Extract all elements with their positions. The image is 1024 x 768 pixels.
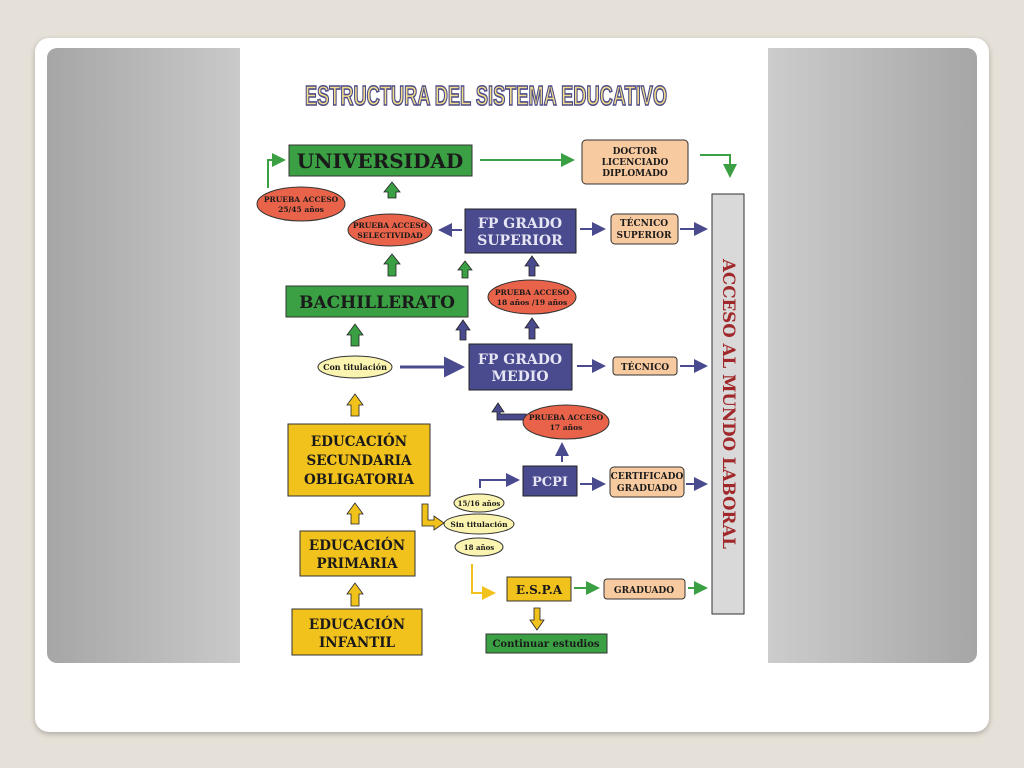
svg-text:Sin titulación: Sin titulación [450, 520, 508, 529]
svg-text:SUPERIOR: SUPERIOR [477, 233, 563, 249]
node-tecnico-superior: TÉCNICO SUPERIOR [610, 213, 679, 245]
arrow-green-left-up [267, 153, 286, 188]
svg-text:SECUNDARIA: SECUNDARIA [306, 453, 412, 469]
node-educacion-primaria: EDUCACIÓN PRIMARIA [299, 530, 416, 577]
svg-text:LICENCIADO: LICENCIADO [602, 158, 669, 168]
svg-text:PRUEBA ACCESO: PRUEBA ACCESO [264, 195, 339, 204]
svg-text:FP GRADO: FP GRADO [478, 352, 562, 368]
svg-text:15/16 años: 15/16 años [458, 499, 501, 508]
svg-text:18 años /19 años: 18 años /19 años [497, 298, 568, 307]
block-arrow-yellow-bend [421, 503, 445, 531]
node-doctor: DOCTOR LICENCIADO DIPLOMADO [581, 139, 689, 185]
svg-text:PCPI: PCPI [532, 475, 568, 490]
node-certificado-graduado: CERTIFICADO GRADUADO [609, 466, 685, 498]
svg-text:FP GRADO: FP GRADO [478, 216, 562, 232]
svg-text:CERTIFICADO: CERTIFICADO [611, 472, 684, 482]
svg-text:17 años: 17 años [550, 423, 583, 432]
block-arrow-yellow-down [529, 607, 545, 631]
svg-text:EDUCACIÓN: EDUCACIÓN [309, 537, 405, 554]
node-prueba-acceso-18-19: PRUEBA ACCESO 18 años /19 años [487, 279, 577, 315]
block-arrow-blue-bend [491, 402, 527, 421]
block-arrow-green-con-tit [346, 323, 364, 347]
arrow-sin-titulacion-pcpi [479, 473, 520, 488]
block-arrow-yellow-prim [346, 502, 364, 525]
svg-text:MEDIO: MEDIO [491, 369, 548, 385]
arrow-sin-titulacion-espa [471, 564, 496, 600]
block-arrow-green-sel [383, 253, 401, 277]
node-espa: E.S.P.A [506, 576, 572, 602]
svg-text:DOCTOR: DOCTOR [613, 147, 658, 157]
svg-text:PRIMARIA: PRIMARIA [316, 556, 398, 572]
block-arrow-yellow-eso [346, 393, 364, 417]
node-educacion-secundaria-obligatoria: EDUCACIÓN SECUNDARIA OBLIGATORIA [287, 423, 431, 497]
block-arrow-green-univ [383, 181, 401, 199]
svg-text:18 años: 18 años [464, 543, 494, 552]
svg-text:TÉCNICO: TÉCNICO [620, 217, 668, 229]
diagram-page: ESTRUCTURA DEL SISTEMA EDUCATIVO [240, 48, 768, 663]
node-pcpi: PCPI [522, 465, 578, 497]
svg-text:DIPLOMADO: DIPLOMADO [602, 169, 668, 179]
node-bachillerato: BACHILLERATO [285, 285, 469, 318]
node-sin-titulacion: Sin titulación [443, 513, 515, 535]
svg-text:EDUCACIÓN: EDUCACIÓN [311, 433, 407, 450]
node-prueba-selectividad: PRUEBA ACCESO SELECTIVIDAD [347, 213, 433, 247]
node-prueba-acceso-17: PRUEBA ACCESO 17 años [522, 404, 610, 440]
node-fp-grado-medio: FP GRADO MEDIO [468, 343, 573, 391]
block-arrow-blue-fpsup [524, 255, 540, 277]
svg-text:SELECTIVIDAD: SELECTIVIDAD [357, 231, 423, 240]
node-acceso-mundo-laboral: ACCESO AL MUNDO LABORAL [711, 193, 745, 615]
node-tecnico: TÉCNICO [612, 356, 678, 376]
svg-text:GRADUADO: GRADUADO [617, 484, 677, 494]
block-arrow-blue-bach [455, 319, 471, 341]
arrow-doctor-laboral [700, 154, 737, 178]
svg-text:SUPERIOR: SUPERIOR [617, 231, 673, 241]
node-continuar-estudios: Continuar estudios [485, 633, 608, 654]
education-structure-diagram: ESTRUCTURA DEL SISTEMA EDUCATIVO [256, 79, 745, 656]
svg-text:INFANTIL: INFANTIL [319, 635, 396, 651]
svg-text:UNIVERSIDAD: UNIVERSIDAD [297, 149, 463, 173]
node-universidad: UNIVERSIDAD [288, 144, 473, 177]
svg-text:OBLIGATORIA: OBLIGATORIA [304, 472, 415, 488]
svg-text:25/45 años: 25/45 años [278, 205, 324, 214]
svg-text:GRADUADO: GRADUADO [614, 586, 674, 596]
svg-text:TÉCNICO: TÉCNICO [621, 361, 669, 373]
svg-text:BACHILLERATO: BACHILLERATO [299, 293, 455, 313]
node-con-titulacion: Con titulación [317, 355, 393, 379]
svg-text:E.S.P.A: E.S.P.A [516, 583, 563, 597]
node-prueba-acceso-25-45: PRUEBA ACCESO 25/45 años [256, 186, 346, 222]
block-arrows [346, 181, 545, 631]
block-arrow-green-bach [457, 260, 473, 279]
flow-arrows [267, 153, 737, 600]
svg-text:EDUCACIÓN: EDUCACIÓN [309, 616, 405, 633]
node-18-anos: 18 años [454, 537, 504, 557]
node-educacion-infantil: EDUCACIÓN INFANTIL [291, 608, 423, 656]
svg-text:Continuar estudios: Continuar estudios [492, 639, 599, 650]
node-15-16-anos: 15/16 años [453, 493, 505, 513]
svg-text:PRUEBA ACCESO: PRUEBA ACCESO [353, 221, 428, 230]
block-arrow-yellow-inf [346, 582, 364, 607]
diagram-title: ESTRUCTURA DEL SISTEMA EDUCATIVO [305, 80, 667, 111]
block-arrow-blue-prueba18 [524, 317, 540, 340]
svg-text:PRUEBA ACCESO: PRUEBA ACCESO [495, 288, 570, 297]
node-graduado: GRADUADO [603, 578, 686, 600]
svg-text:PRUEBA ACCESO: PRUEBA ACCESO [529, 413, 604, 422]
svg-text:Con titulación: Con titulación [323, 362, 387, 372]
node-fp-grado-superior: FP GRADO SUPERIOR [464, 208, 577, 254]
svg-text:ACCESO AL MUNDO LABORAL: ACCESO AL MUNDO LABORAL [718, 258, 738, 549]
